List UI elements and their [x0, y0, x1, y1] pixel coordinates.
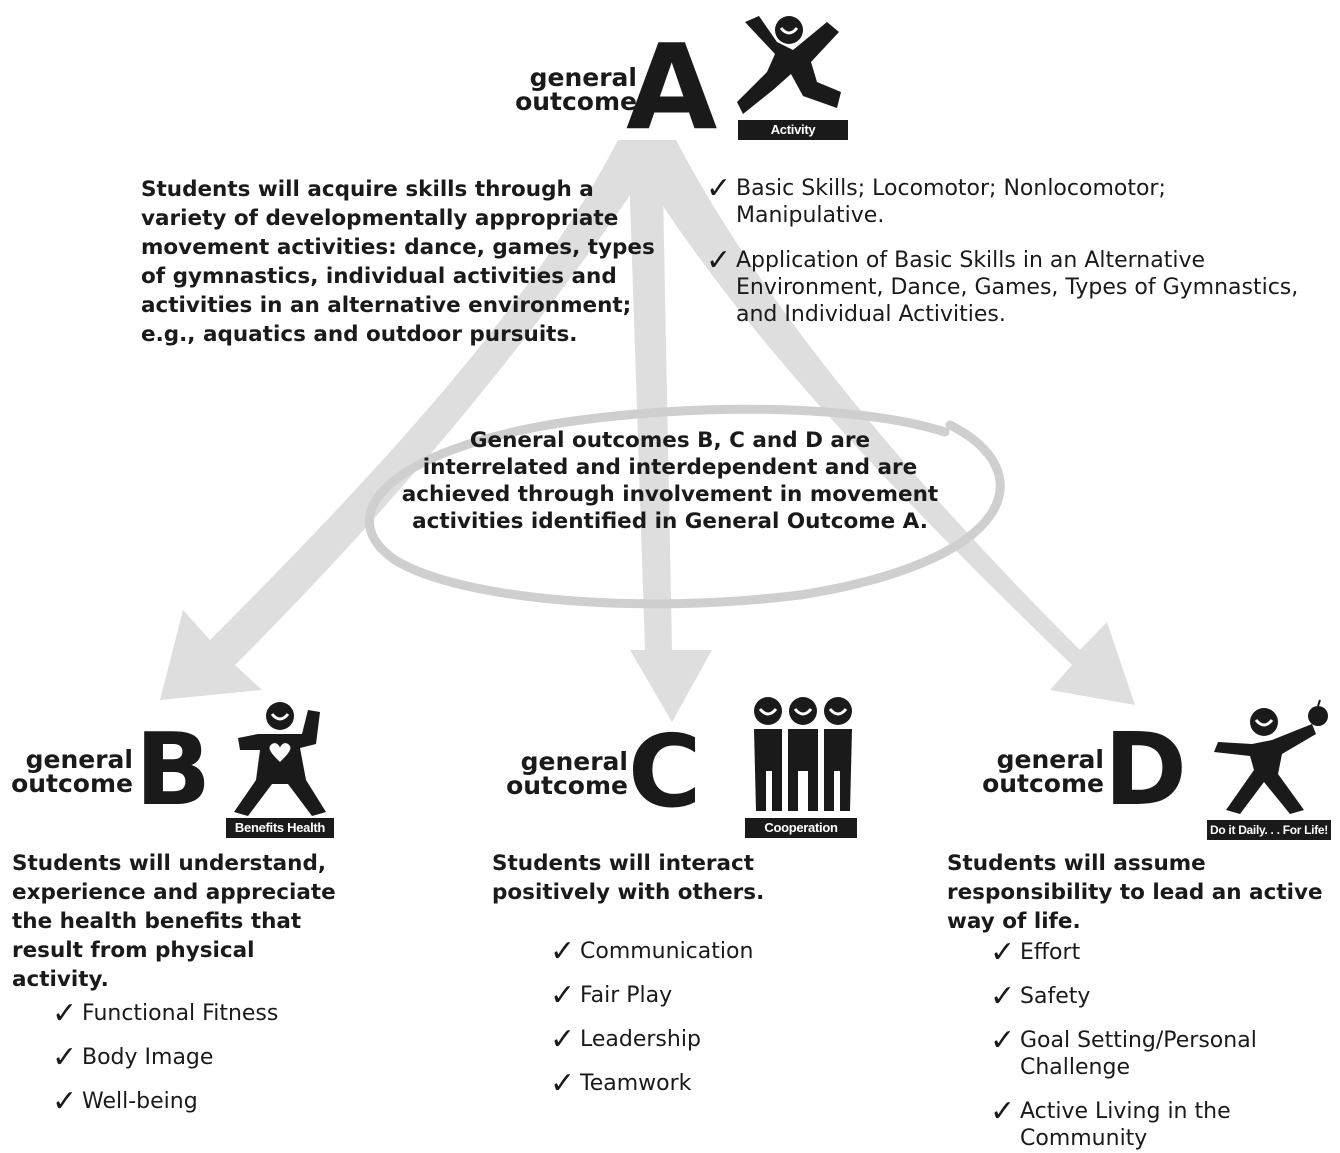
activity-label: Activity [738, 120, 848, 140]
check-icon: ✓ [990, 935, 1016, 970]
check-item: ✓ Basic Skills; Locomotor; Nonlocomotor;… [706, 171, 1166, 229]
arrow-to-b [160, 140, 668, 700]
do-it-daily-label: Do it Daily. . . For Life! [1207, 820, 1331, 840]
prefix-general: general [529, 63, 637, 92]
outcome-d-checklist: ✓Effort ✓Safety ✓Goal Setting/Personal C… [990, 935, 1320, 1152]
jumping-person-icon [737, 16, 841, 114]
outcome-c-letter: C [628, 713, 702, 830]
check-icon: ✓ [990, 1023, 1016, 1058]
check-icon: ✓ [550, 1022, 576, 1057]
check-item: ✓Body Image [52, 1040, 214, 1075]
cooperation-label: Cooperation [745, 818, 857, 838]
check-icon: ✓ [550, 934, 576, 969]
flexing-heart-person-icon [234, 702, 326, 816]
check-item: ✓Effort [990, 935, 1081, 970]
arrow-to-d [622, 140, 1135, 705]
person-with-apple-icon [1214, 699, 1328, 814]
check-icon: ✓ [52, 1040, 78, 1075]
check-item: ✓Safety [990, 979, 1091, 1014]
three-people-icon [754, 697, 852, 811]
outcome-c-description: Students will interact positively with o… [492, 851, 765, 905]
outcome-d-prefix: general outcome [982, 745, 1104, 798]
check-icon: ✓ [550, 978, 576, 1013]
benefits-health-label: Benefits Health [226, 818, 334, 838]
outcome-a-prefix: general outcome [495, 63, 637, 116]
outcome-d-letter: D [1104, 711, 1188, 828]
outcome-a-checklist: ✓ Basic Skills; Locomotor; Nonlocomotor;… [706, 171, 1326, 328]
check-item: ✓Leadership [550, 1022, 701, 1057]
check-item: ✓Active Living in the Community [990, 1094, 1231, 1152]
check-icon: ✓ [990, 979, 1016, 1014]
arrow-to-c [628, 140, 712, 722]
check-icon: ✓ [706, 243, 732, 278]
outcome-b-letter: B [135, 711, 212, 828]
check-item: ✓Teamwork [550, 1066, 692, 1101]
check-item: ✓Well-being [52, 1084, 198, 1119]
outcome-a-description: Students will acquire skills through a v… [141, 177, 655, 347]
outcome-b-checklist: ✓Functional Fitness ✓Body Image ✓Well-be… [52, 996, 352, 1119]
check-icon: ✓ [990, 1094, 1016, 1129]
outcome-c-checklist: ✓Communication ✓Fair Play ✓Leadership ✓T… [550, 934, 850, 1101]
check-item: ✓Fair Play [550, 978, 673, 1013]
check-icon: ✓ [706, 171, 732, 206]
check-icon: ✓ [550, 1066, 576, 1101]
center-ellipse [364, 404, 1005, 609]
outcome-d-description: Students will assume responsibility to l… [947, 851, 1323, 934]
check-item: ✓Functional Fitness [52, 996, 279, 1031]
outcome-b-prefix: general outcome [11, 745, 133, 798]
check-icon: ✓ [52, 996, 78, 1031]
center-note: General outcomes B, C and D are interrel… [401, 428, 939, 534]
outcome-c-prefix: general outcome [506, 747, 628, 800]
check-item: ✓Goal Setting/Personal Challenge [990, 1023, 1257, 1081]
outcome-b-description: Students will understand, experience and… [12, 851, 336, 992]
outcome-a-letter: A [626, 18, 718, 156]
prefix-outcome: outcome [515, 87, 637, 116]
check-item: ✓Communication [550, 934, 754, 969]
check-item: ✓ Application of Basic Skills in an Alte… [706, 243, 1299, 328]
check-icon: ✓ [52, 1084, 78, 1119]
